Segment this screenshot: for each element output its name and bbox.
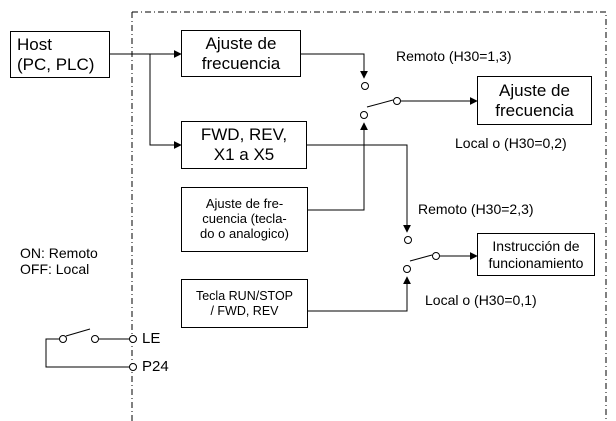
switch1-contact-bottom [360, 111, 368, 119]
switch1-common [393, 97, 401, 105]
remote-top-label: Remoto (H30=1,3) [396, 48, 512, 64]
runstop-to-switch2-wire [308, 276, 411, 312]
host-box: Host (PC, PLC) [10, 31, 110, 78]
p24-terminal [129, 363, 137, 371]
switch2-blade [409, 254, 433, 262]
le-terminal [129, 335, 137, 343]
freq-output-box: Ajuste de frecuencia [477, 76, 592, 125]
local-top-label: Local o (H30=0,2) [455, 135, 567, 151]
le-switch-contact-a [59, 335, 67, 343]
freq-to-switch-wire [300, 53, 368, 79]
le-switch-blade [65, 328, 91, 337]
host-to-fwd-wire [109, 53, 182, 149]
fwd-to-switch2-wire [307, 144, 411, 233]
switch2-contact-top [404, 236, 412, 244]
le-switch-contact-b [91, 335, 99, 343]
switch1-contact-top [361, 82, 369, 90]
on-off-legend: ON: Remoto OFF: Local [20, 245, 98, 278]
fwd-rev-box: FWD, REV, X1 a X5 [181, 121, 307, 169]
remote-bottom-label: Remoto (H30=2,3) [418, 201, 534, 217]
run-instruction-box: Instrucción de funcionamiento [477, 233, 595, 276]
run-stop-key-box: Tecla RUN/STOP / FWD, REV [181, 279, 308, 328]
freq-setting-top-box: Ajuste de frecuencia [181, 30, 301, 77]
inverter-boundary [131, 11, 607, 421]
p24-wire [45, 338, 130, 368]
keypad-to-switch-wire [308, 122, 368, 211]
le-terminal-label: LE [142, 330, 161, 347]
switch2-contact-bottom [403, 265, 411, 273]
p24-terminal-label: P24 [142, 358, 169, 375]
freq-keypad-box: Ajuste de fre- cuencia (tecla- do o anal… [181, 187, 308, 252]
switch2-common [432, 252, 440, 260]
switch1-blade [366, 99, 394, 108]
local-bottom-label: Local o (H30=0,1) [425, 292, 537, 308]
